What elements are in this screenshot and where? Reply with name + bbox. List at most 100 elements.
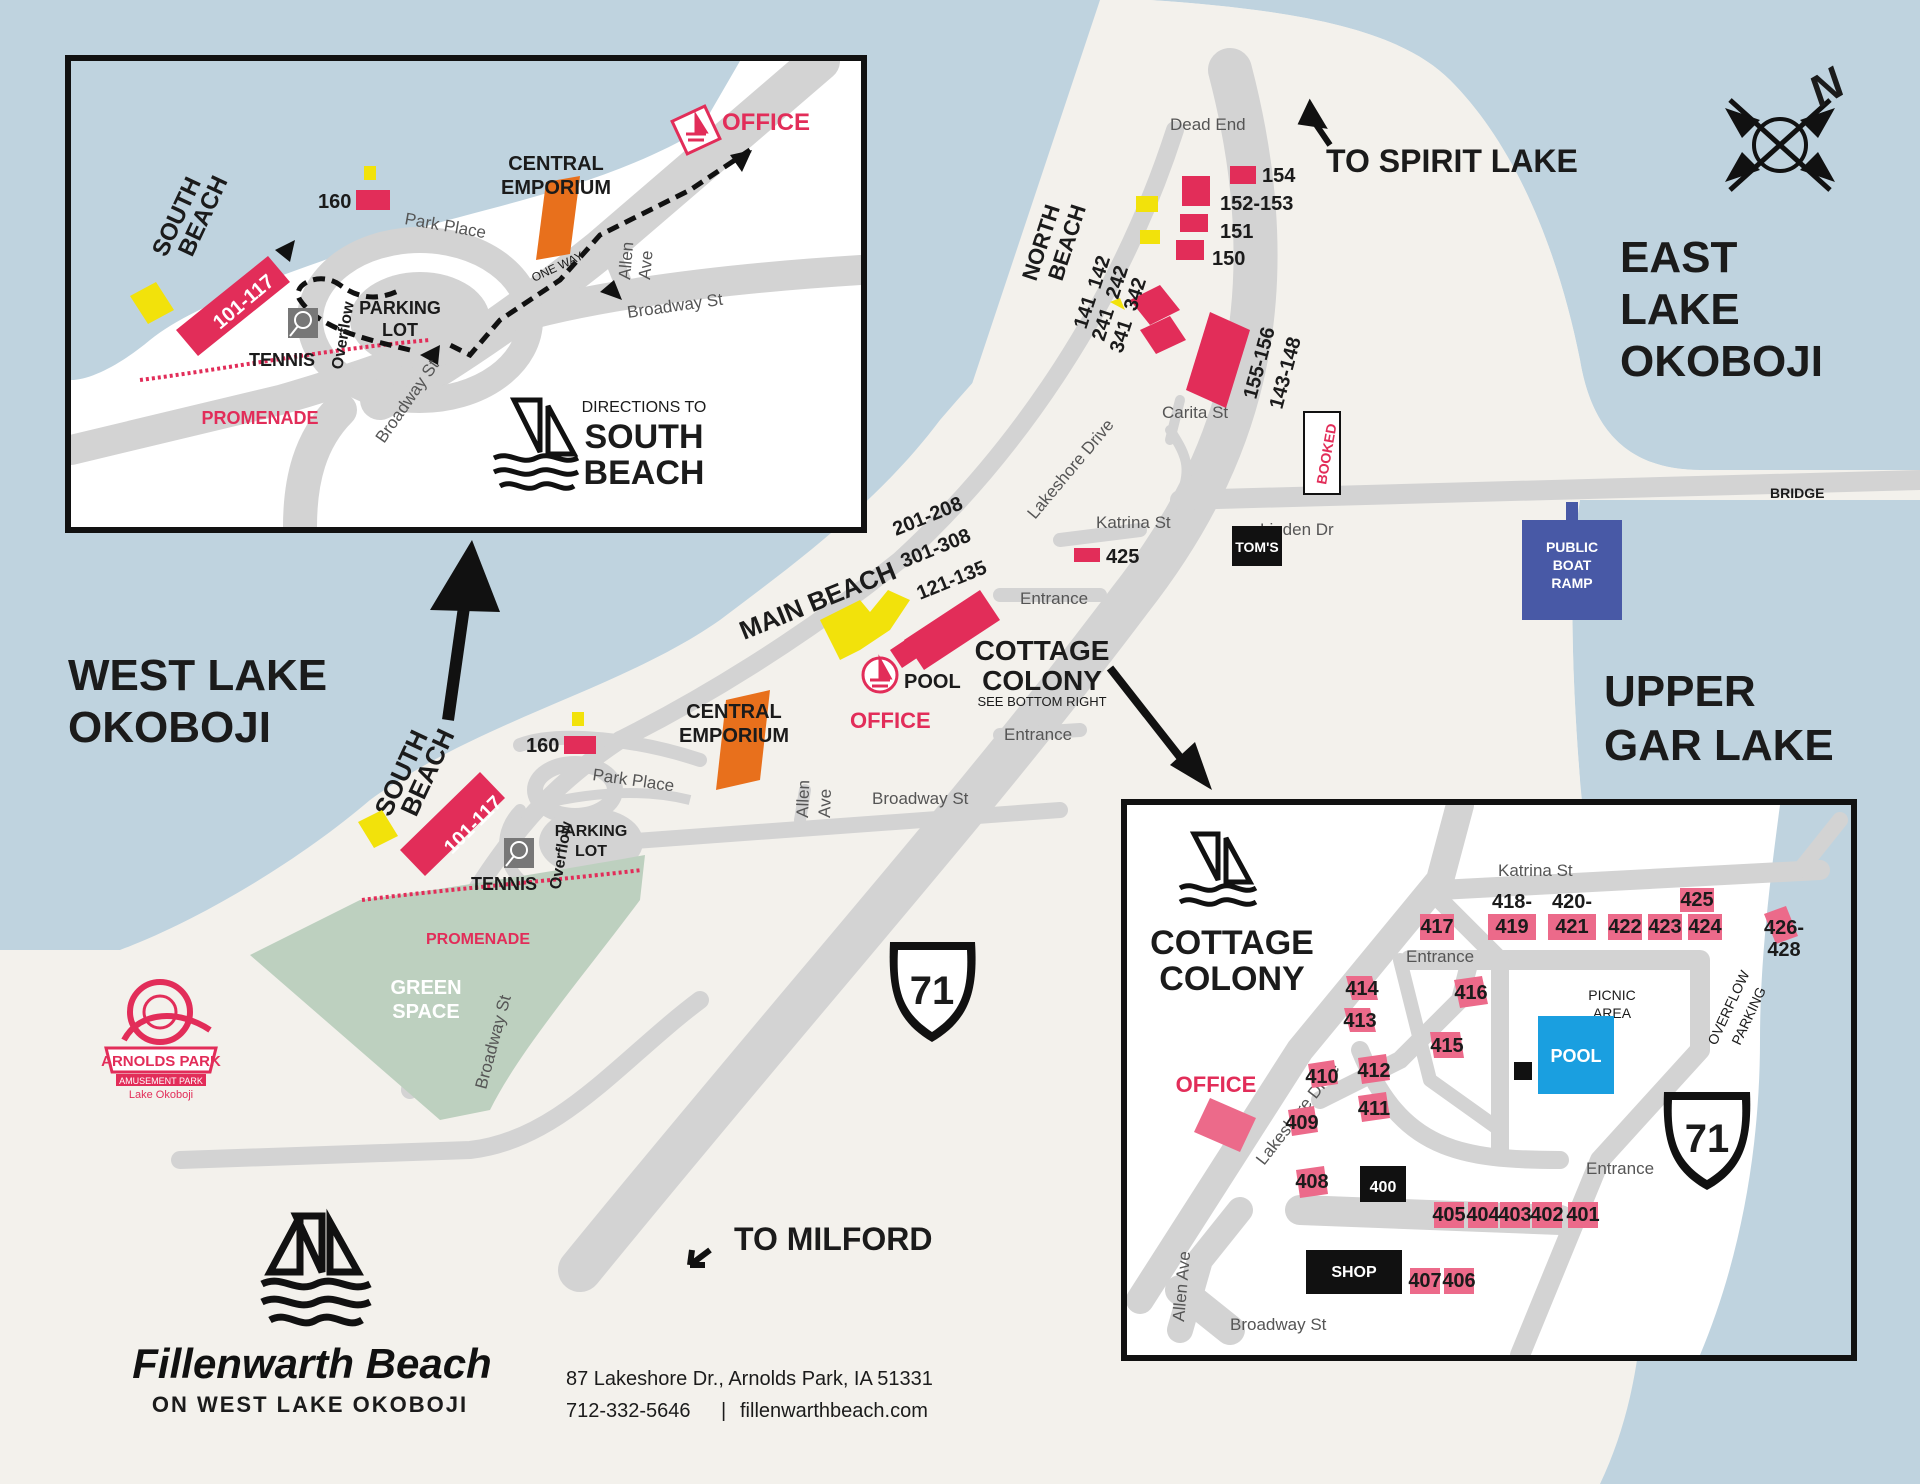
unit-154[interactable] (1230, 166, 1256, 184)
unit-407[interactable] (1410, 1268, 1440, 1294)
unit-160[interactable] (564, 736, 596, 754)
unit-413[interactable] (1344, 1008, 1376, 1032)
katrina-st-label: Katrina St (1096, 513, 1171, 532)
inset-tennis-label: TENNIS (249, 350, 315, 370)
inset-broadway-label: Broadway St (1230, 1315, 1327, 1334)
inset-unit-160-label: 160 (318, 191, 351, 213)
broadway-label-1: Broadway St (872, 789, 969, 808)
unit-241-242[interactable] (1130, 285, 1180, 325)
unit-416[interactable] (1454, 976, 1488, 1008)
arrow-to-inset-icon (442, 599, 471, 721)
unit-410[interactable] (1308, 1060, 1338, 1088)
unit-415[interactable] (1430, 1032, 1464, 1058)
unit-402-label: 402 (1530, 1204, 1563, 1226)
brand-web: fillenwarthbeach.com (740, 1400, 928, 1422)
cottage-office-bldg[interactable] (1194, 1098, 1256, 1152)
fillenwarth-sailboat-logo (260, 1208, 372, 1327)
entrance-label-2: Entrance (1004, 725, 1072, 744)
unit-425[interactable] (1074, 548, 1100, 562)
east-lake-label-2: LAKE (1620, 285, 1740, 334)
inset-amenity-160 (364, 166, 376, 180)
unit-150[interactable] (1176, 240, 1204, 260)
unit-411-label: 411 (1358, 1098, 1390, 1120)
shop-bldg[interactable] (1306, 1250, 1402, 1294)
unit-417[interactable] (1420, 914, 1454, 940)
unit-407-label: 407 (1408, 1270, 1441, 1292)
unit-411[interactable] (1358, 1092, 1390, 1122)
west-lake-label: WEST LAKE (68, 651, 327, 700)
arrow-head-inset-icon (430, 540, 500, 612)
unit-pool-bldg[interactable] (890, 638, 920, 668)
highway-71-shield: 71 (889, 942, 976, 1042)
entrance-label-1: Entrance (1020, 589, 1088, 608)
unit-425-cottage[interactable] (1680, 888, 1714, 912)
inset-south-label: SOUTH (585, 418, 704, 456)
inset-office-label: OFFICE (722, 109, 810, 136)
inset-office-icon[interactable] (670, 104, 722, 156)
cottage-office-label: OFFICE (1176, 1072, 1257, 1097)
inset-katrina-label: Katrina St (1498, 861, 1573, 880)
arnolds-park-sub: AMUSEMENT PARK (119, 1076, 203, 1086)
inset-highway-71-shield: 71 (1663, 1092, 1751, 1190)
unit-414[interactable] (1346, 976, 1378, 1000)
east-lake-label: EAST (1620, 233, 1737, 282)
unit-152-153[interactable] (1182, 176, 1210, 206)
cottage-colony-title: COTTAGE (975, 635, 1110, 666)
unit-151-label: 151 (1220, 221, 1253, 243)
unit-406[interactable] (1444, 1268, 1474, 1294)
unit-101-117[interactable] (400, 772, 505, 876)
unit-426-428[interactable] (1764, 906, 1798, 944)
unit-402[interactable] (1532, 1202, 1562, 1228)
unit-428-label: 428 (1767, 939, 1800, 961)
main-office-icon[interactable] (861, 654, 899, 694)
unit-408[interactable] (1296, 1166, 1328, 1198)
unit-404[interactable] (1468, 1202, 1498, 1228)
picnic-area-label: PICNIC (1588, 987, 1635, 1003)
unit-423[interactable] (1648, 914, 1682, 940)
unit-409[interactable] (1288, 1106, 1318, 1136)
dead-end-label: Dead End (1170, 115, 1246, 134)
west-lake-label-2: OKOBOJI (68, 703, 271, 752)
unit-413-label: 413 (1343, 1010, 1376, 1032)
unit-424[interactable] (1688, 914, 1722, 940)
emporium-label-2: EMPORIUM (679, 725, 789, 747)
inset-emporium-label: CENTRAL (508, 153, 604, 175)
unit-414-label: 414 (1345, 978, 1379, 1000)
unit-405[interactable] (1434, 1202, 1464, 1228)
unit-155-156[interactable] (1186, 312, 1250, 408)
brand-tagline: ON WEST LAKE OKOBOJI (152, 1392, 468, 1417)
inset-emporium-label-2: EMPORIUM (501, 177, 611, 199)
upper-gar-label: UPPER (1604, 667, 1756, 716)
ave-label: Ave (815, 788, 835, 818)
unit-403[interactable] (1500, 1202, 1530, 1228)
inset-unit-101-117[interactable] (176, 256, 290, 356)
arrow-up-icon (1297, 98, 1333, 147)
inset-tennis-icon (288, 308, 318, 338)
unit-121-135[interactable] (904, 590, 1000, 670)
arnolds-park-name: ARNOLDS PARK (101, 1053, 221, 1070)
inset-unit-160[interactable] (356, 190, 390, 210)
unit-412[interactable] (1358, 1054, 1390, 1084)
unit-341-342[interactable] (1140, 316, 1186, 354)
pool-label: POOL (904, 671, 961, 693)
inset-parking-label: PARKING (359, 298, 441, 318)
unit-422[interactable] (1608, 914, 1642, 940)
unit-401[interactable] (1568, 1202, 1598, 1228)
unit-418-419[interactable] (1488, 914, 1536, 940)
brand-name: Fillenwarth Beach (132, 1340, 491, 1387)
inset-cottage-title-2: COLONY (1159, 960, 1305, 998)
inset-emporium-bldg (536, 176, 580, 260)
to-spirit-lake-label: TO SPIRIT LAKE (1326, 143, 1578, 179)
inset-route-arrow-4 (275, 240, 295, 262)
inset-parking-label-2: LOT (382, 320, 418, 340)
amenity-north-1 (1136, 196, 1158, 212)
unit-400[interactable] (1360, 1166, 1406, 1202)
unit-420-421[interactable] (1548, 914, 1596, 940)
unit-425-cottage-label: 425 (1680, 889, 1713, 911)
bridge-label: BRIDGE (1770, 485, 1824, 501)
unit-416-label: 416 (1454, 982, 1487, 1004)
shop-label: SHOP (1331, 1264, 1377, 1281)
unit-151[interactable] (1180, 214, 1208, 232)
unit-406-label: 406 (1442, 1270, 1475, 1292)
inset-route-line (448, 147, 752, 359)
